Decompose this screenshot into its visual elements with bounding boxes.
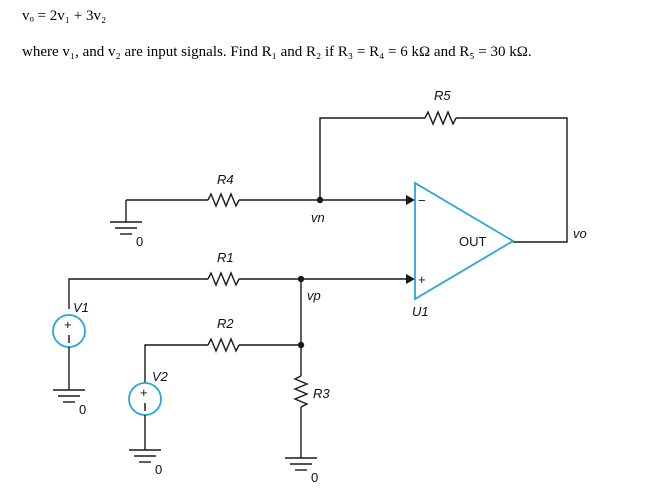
v1-plus: +	[64, 317, 72, 332]
vp-label: vp	[307, 288, 321, 303]
v1-wire	[68, 278, 208, 309]
vo-label: vo	[573, 226, 587, 241]
ground-label-v2: 0	[155, 462, 162, 477]
r2-r3-node	[297, 341, 305, 349]
vn-node	[316, 196, 324, 204]
v2-plus: +	[140, 385, 148, 400]
r2-resistor	[207, 337, 240, 353]
opamp-out-label: OUT	[459, 234, 487, 249]
r5-label: R5	[434, 88, 451, 103]
r3-resistor	[293, 375, 309, 408]
v2-wire	[144, 344, 208, 383]
r4-label: R4	[217, 172, 234, 187]
problem-statement: where v₁, and v₂ are input signals. Find…	[22, 44, 532, 60]
ground-label-r3: 0	[311, 470, 318, 485]
opamp-plus: +	[418, 272, 426, 287]
r2-label: R2	[217, 316, 234, 331]
ground-label-r4: 0	[136, 234, 143, 249]
feedback-wire	[319, 117, 425, 200]
equation: vₒ = 2v₁ + 3v₂	[22, 8, 107, 24]
vn-label: vn	[311, 210, 325, 225]
v2-label: V2	[152, 369, 169, 384]
ground-label-v1: 0	[79, 402, 86, 417]
opamp-minus: −	[418, 193, 426, 208]
output-feedback-wire	[456, 117, 568, 243]
opamp-triangle	[414, 181, 515, 301]
r4-resistor	[207, 192, 240, 208]
r5-resistor	[424, 110, 457, 126]
inverting-input-arrow	[406, 195, 415, 205]
noninverting-input-arrow	[406, 274, 415, 284]
r1-resistor	[207, 271, 240, 287]
r1-label: R1	[217, 250, 234, 265]
u1-label: U1	[412, 304, 429, 319]
r3-label: R3	[313, 386, 330, 401]
v1-label: V1	[73, 300, 89, 315]
